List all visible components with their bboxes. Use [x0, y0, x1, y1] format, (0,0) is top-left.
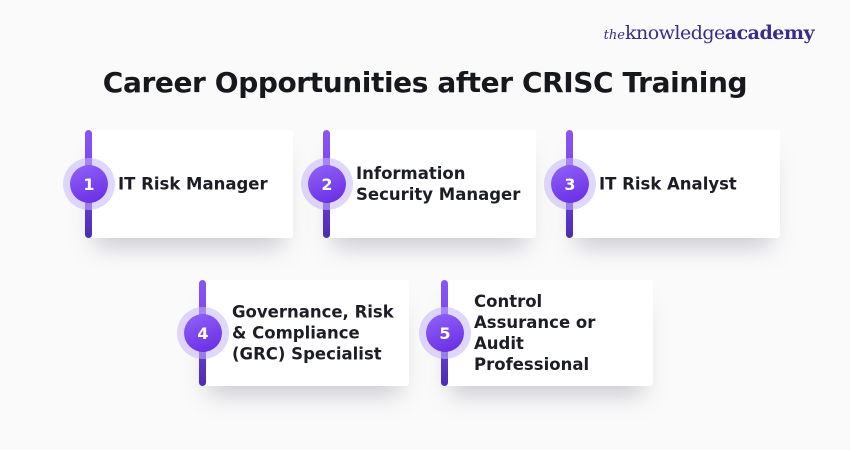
knowledge-academy-logo: theknowledgeacademy — [603, 22, 815, 44]
logo-the: the — [603, 28, 625, 43]
card-label: Information Security Manager — [356, 163, 521, 204]
career-card-grc-specialist: 4 Governance, Risk & Compliance (GRC) Sp… — [184, 280, 409, 386]
number-badge: 3 — [551, 165, 589, 203]
career-card-it-risk-analyst: 3 IT Risk Analyst — [551, 130, 780, 238]
page-title: Career Opportunities after CRISC Trainin… — [102, 66, 748, 99]
logo-knowledge: knowledge — [624, 22, 725, 44]
card-label: Control Assurance or Audit Professional — [474, 291, 596, 375]
logo-academy: academy — [724, 22, 815, 44]
career-card-it-risk-manager: 1 IT Risk Manager — [70, 130, 293, 238]
number-badge: 4 — [184, 314, 222, 352]
number-badge: 5 — [426, 314, 464, 352]
number-badge: 1 — [70, 165, 108, 203]
card-label: IT Risk Analyst — [599, 174, 737, 194]
card-label: Governance, Risk & Compliance (GRC) Spec… — [232, 302, 394, 364]
career-card-information-security-manager: 2 Information Security Manager — [308, 130, 536, 238]
career-card-control-assurance-audit: 5 Control Assurance or Audit Professiona… — [426, 280, 653, 386]
card-label: IT Risk Manager — [118, 174, 268, 194]
number-badge: 2 — [308, 165, 346, 203]
